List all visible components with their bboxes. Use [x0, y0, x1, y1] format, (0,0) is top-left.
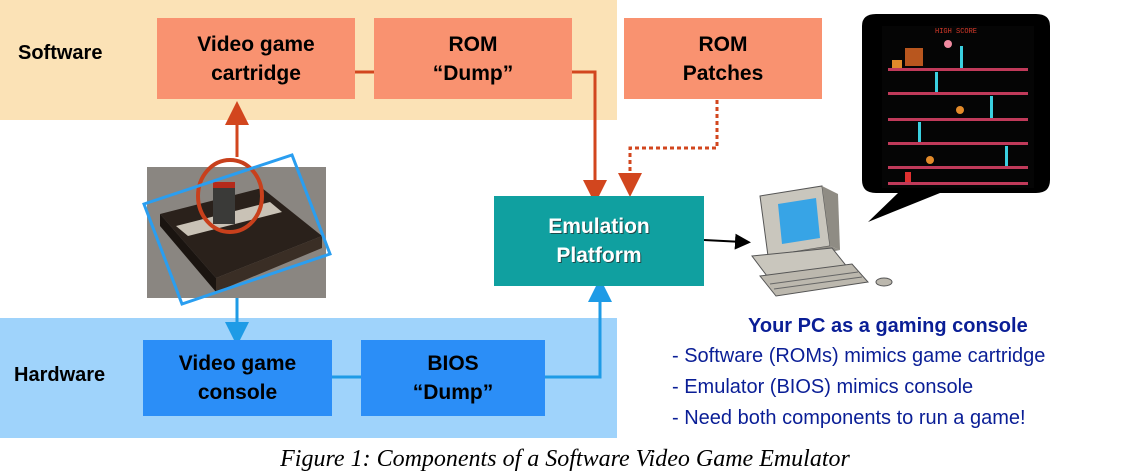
svg-text:HIGH SCORE: HIGH SCORE — [935, 28, 977, 36]
emulation-platform-box: Emulation Platform — [494, 196, 704, 286]
pc-panel-title: Your PC as a gaming console — [748, 315, 1028, 337]
pc-bullet-emulator: - Emulator (BIOS) mimics console — [672, 376, 974, 398]
dump-to-emulation-arrow — [572, 70, 607, 204]
video-game-console-box: Video game console — [143, 340, 332, 416]
software-band-label: Software — [18, 42, 103, 64]
video-game-cartridge-box: Video game cartridge — [157, 18, 355, 99]
patches-to-emulation-arrow — [618, 100, 719, 197]
rom-patches-box: ROM Patches — [624, 18, 822, 99]
bios-to-emulation-arrow — [545, 278, 612, 379]
hardware-band-label: Hardware — [14, 364, 106, 386]
rom-dump-box: ROM “Dump” — [374, 18, 572, 99]
game-console-photo — [142, 153, 332, 306]
desktop-computer-icon — [751, 185, 893, 297]
pc-bullet-need-both: - Need both components to run a game! — [672, 407, 1026, 429]
bios-dump-box: BIOS “Dump” — [361, 340, 545, 416]
game-screen-callout: HIGH SCORE — [862, 14, 1050, 222]
emulation-to-pc-arrow — [703, 233, 751, 250]
pc-bullet-software: - Software (ROMs) mimics game cartridge — [672, 345, 1046, 367]
figure-caption: Figure 1: Components of a Software Video… — [280, 446, 850, 472]
